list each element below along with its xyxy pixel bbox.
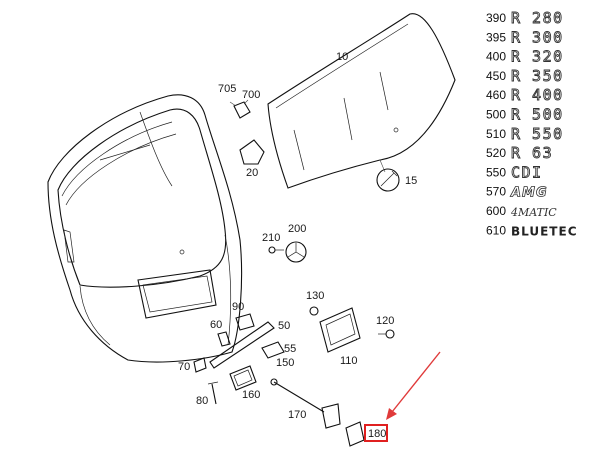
tailgate-drawing (47, 94, 243, 363)
label-70: 70 (178, 361, 190, 373)
label-55: 55 (284, 343, 296, 355)
star-emblem (285, 241, 307, 263)
badge-row: 390 R 280 (486, 9, 564, 28)
washer-130 (309, 306, 319, 316)
badge-model: 4MATIC (510, 206, 557, 219)
badge-code: 460 (486, 88, 506, 102)
label-10: 10 (336, 51, 348, 63)
rod-170 (270, 378, 341, 429)
badge-list: 390 R 280 395 R 300 400 R 320 450 R 350 460 R 400… (486, 9, 578, 239)
badge-code: 520 (486, 146, 506, 160)
label-120: 120 (376, 315, 394, 327)
label-180: 180 (368, 428, 386, 440)
badge-code: 600 (486, 204, 506, 218)
badge-code: 395 (486, 30, 506, 44)
part-20-shape (239, 139, 265, 165)
label-200: 200 (288, 223, 306, 235)
part-60-shape (217, 331, 231, 347)
badge-model: R 550 (511, 125, 564, 143)
badge-row: 600 4MATIC (486, 204, 557, 219)
lamp-150 (261, 341, 285, 359)
badge-model: BLUETEC (511, 224, 578, 238)
label-110: 110 (340, 355, 358, 367)
badge-model: AMG (510, 186, 548, 201)
label-700: 700 (242, 89, 260, 101)
badge-row: 460 R 400 (486, 86, 564, 105)
trim-strip-50 (209, 321, 275, 369)
part-700-shape (233, 101, 251, 119)
label-50: 50 (278, 320, 290, 332)
badge-code: 500 (486, 108, 506, 122)
lamp-160 (229, 365, 257, 391)
badge-model: R 350 (511, 67, 564, 85)
red-arrow (386, 351, 441, 420)
rear-glass-drawing (267, 13, 456, 189)
badge-model: R 400 (511, 86, 564, 104)
badge-row: 450 R 350 (486, 66, 564, 85)
badge-code: 390 (486, 11, 506, 25)
part-90-shape (235, 313, 255, 331)
label-20: 20 (246, 167, 258, 179)
label-160: 160 (242, 389, 260, 401)
badge-row: 400 R 320 (486, 47, 564, 66)
badge-row: 570 AMG (486, 185, 548, 201)
label-170: 170 (288, 409, 306, 421)
label-210: 210 (262, 232, 280, 244)
badge-model: R 300 (511, 28, 564, 46)
label-60: 60 (210, 319, 222, 331)
badge-row: 520 R 63 (486, 144, 553, 163)
screw-120 (378, 329, 395, 339)
highlight-box-180 (364, 424, 388, 442)
plate-110 (319, 307, 361, 353)
part-180-shape (345, 421, 365, 447)
label-705: 705 (218, 83, 236, 95)
badge-model: R 280 (511, 9, 564, 27)
badge-code: 570 (486, 185, 506, 199)
screw-210 (268, 246, 284, 254)
part-70-shape (193, 357, 207, 373)
badge-code: 450 (486, 69, 506, 83)
badge-row: 610 BLUETEC (486, 223, 578, 238)
label-150: 150 (276, 357, 294, 369)
label-15: 15 (405, 175, 417, 187)
part-number-labels: 10 15 20 700 705 200 210 130 120 110 90 … (178, 51, 417, 440)
badge-row: 550 CDI (486, 163, 543, 182)
badge-model: R 320 (511, 48, 564, 66)
badge-model: CDI (511, 163, 543, 181)
badge-row: 500 R 500 (486, 105, 564, 124)
badge-code: 510 (486, 127, 506, 141)
badge-model: R 63 (511, 144, 553, 162)
badge-code: 610 (486, 223, 506, 237)
label-130: 130 (306, 290, 324, 302)
screw-80 (207, 381, 219, 405)
badge-row: 510 R 550 (486, 124, 564, 143)
badge-code: 550 (486, 165, 506, 179)
badge-model: R 500 (511, 106, 564, 124)
badge-code: 400 (486, 50, 506, 64)
label-90: 90 (232, 301, 244, 313)
label-80: 80 (196, 395, 208, 407)
badge-row: 395 R 300 (486, 28, 564, 47)
wrench-symbol (376, 168, 400, 192)
